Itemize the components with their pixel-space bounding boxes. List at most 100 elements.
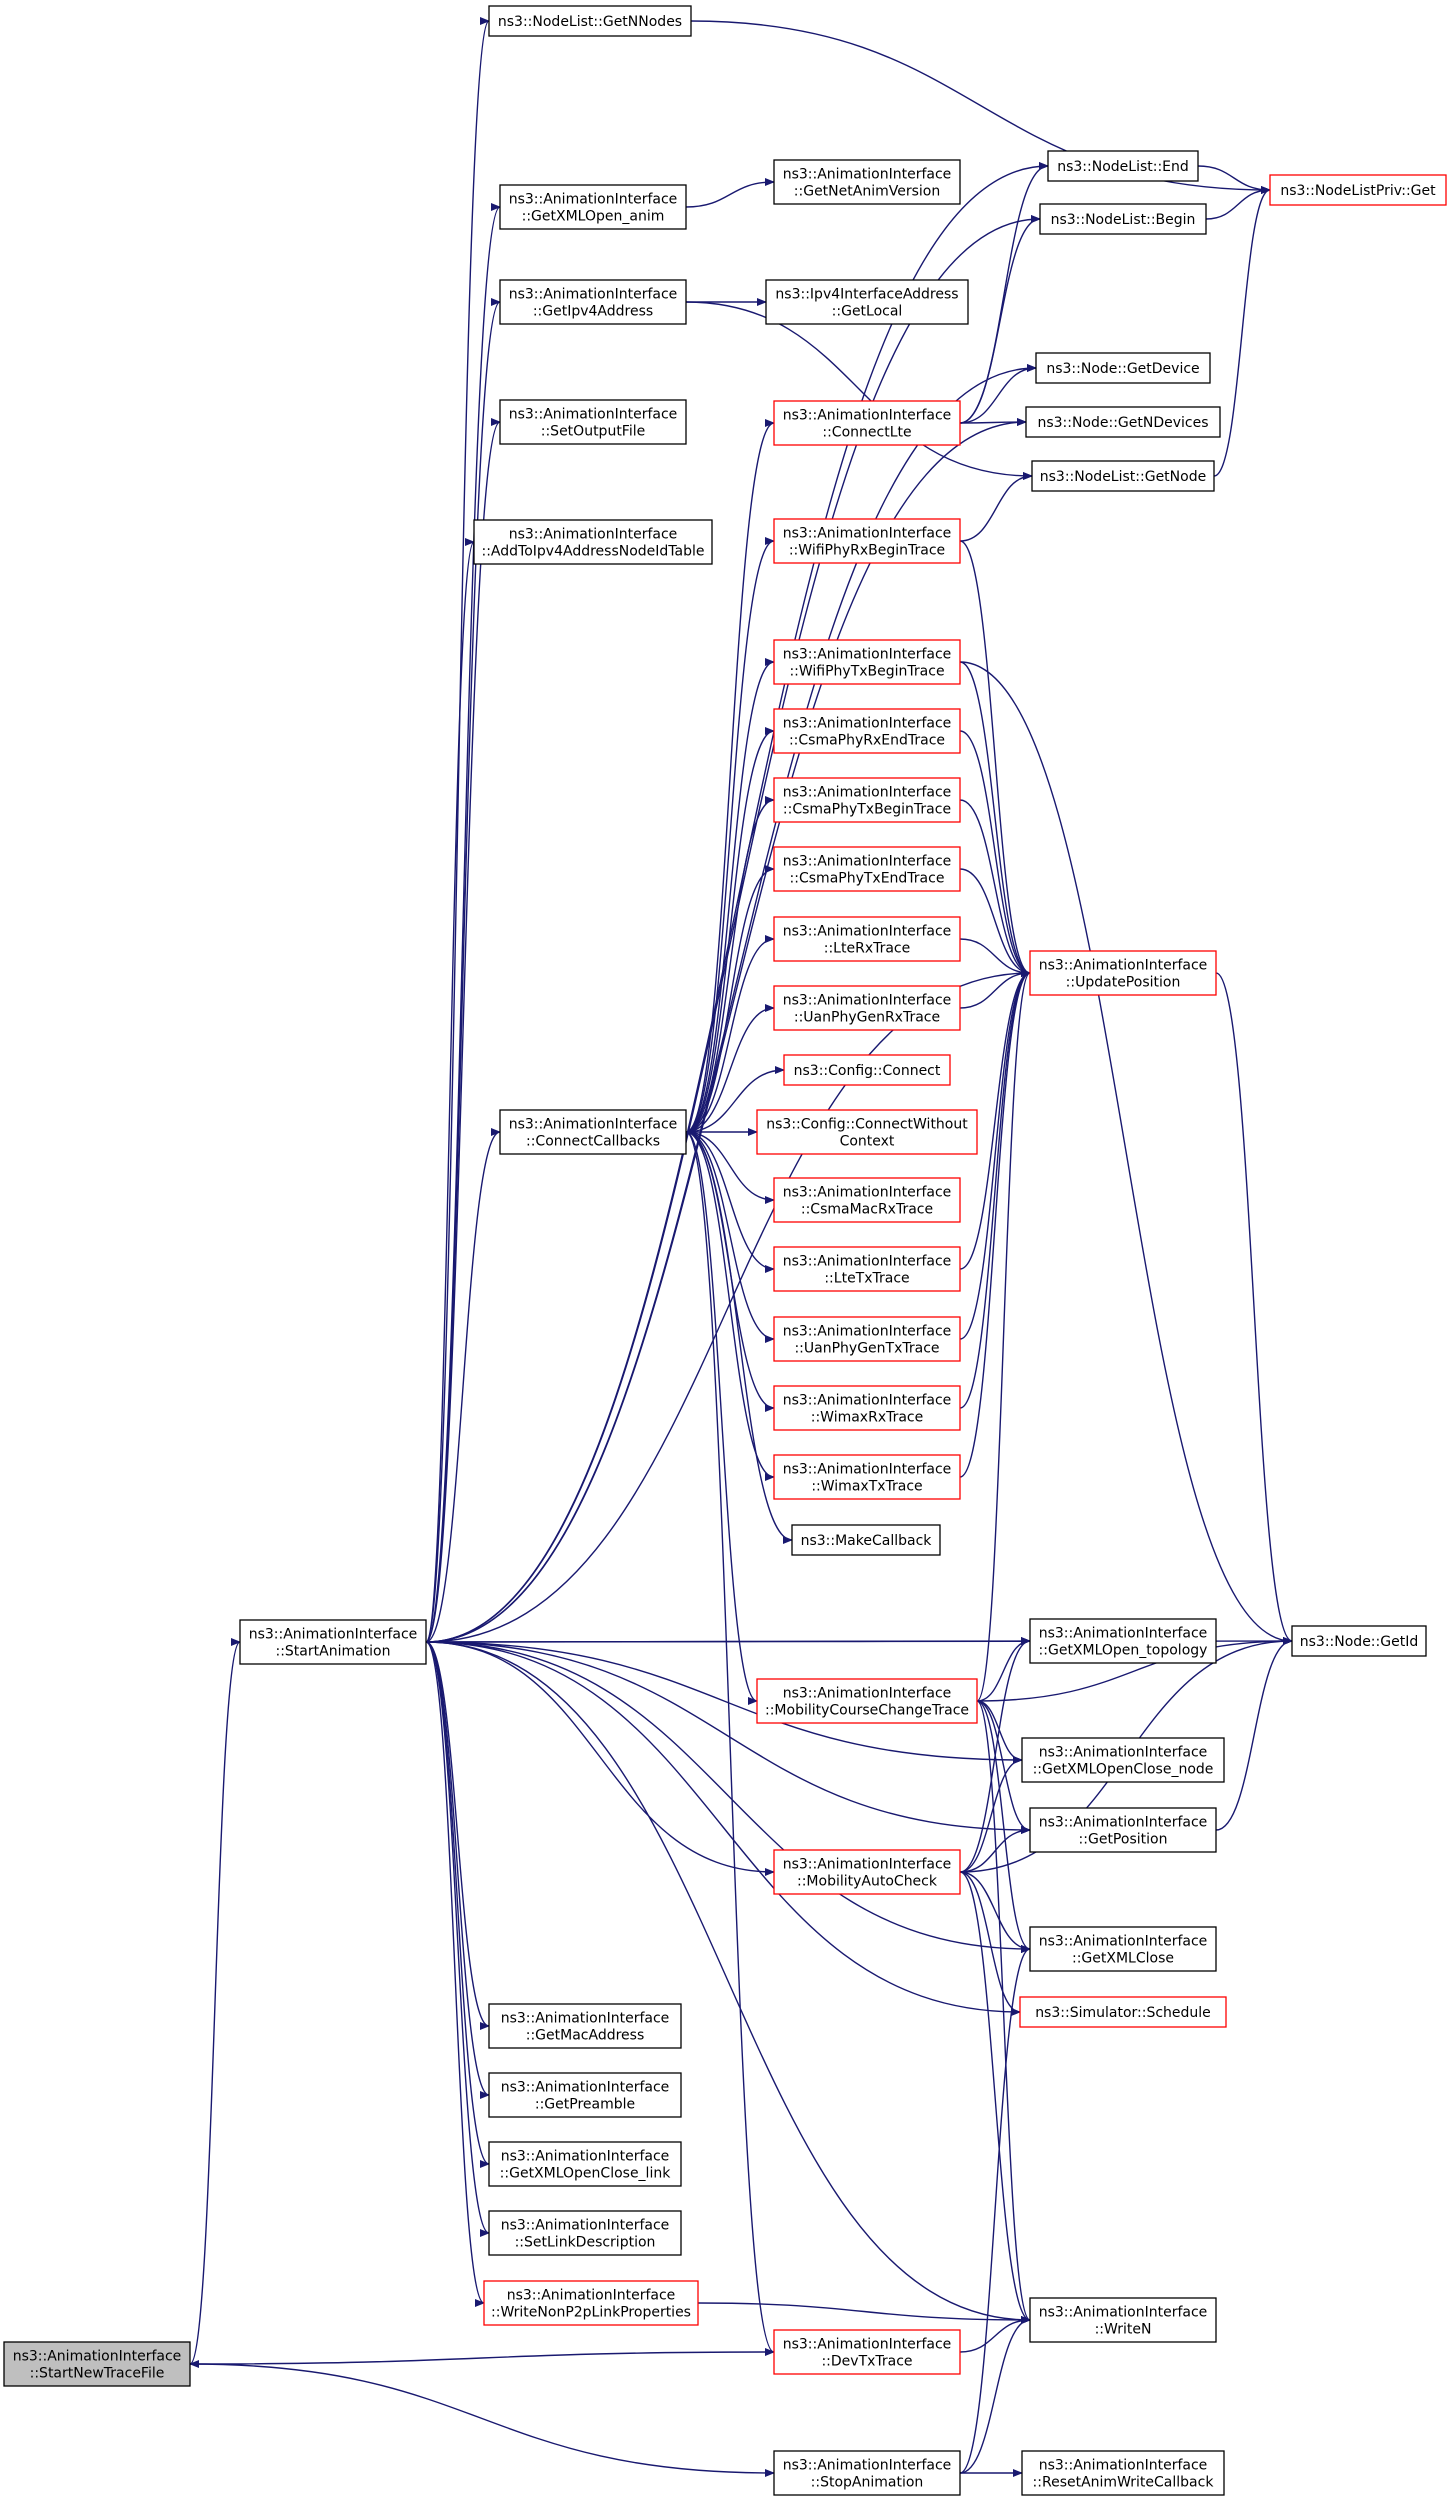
node-write-n[interactable]: ns3::AnimationInterface::WriteN: [1029, 2297, 1217, 2343]
node-get-xmlclose[interactable]: ns3::AnimationInterface::GetXMLClose: [1029, 1926, 1217, 1972]
node-box: [1031, 460, 1215, 492]
edge-lte-tx-to-update-position: [959, 969, 1031, 1270]
node-box: [499, 184, 687, 230]
edge-start-animation-to-simulator-schedule: [425, 1641, 1021, 2016]
node-get-xmlopen-close-link[interactable]: ns3::AnimationInterface::GetXMLOpenClose…: [488, 2141, 682, 2187]
node-box: [783, 1054, 951, 1086]
node-uan-phy-gen-tx[interactable]: ns3::AnimationInterface::UanPhyGenTxTrac…: [773, 1316, 961, 1362]
node-get-ipv4-address[interactable]: ns3::AnimationInterface::GetIpv4Address: [499, 279, 687, 325]
node-label: ns3::AnimationInterface: [783, 1857, 952, 1873]
edge-connect-callbacks-to-csma-phy-rx-end: [685, 727, 775, 1133]
node-label: ns3::NodeList::GetNNodes: [498, 14, 682, 30]
node-uan-phy-gen-rx[interactable]: ns3::AnimationInterface::UanPhyGenRxTrac…: [773, 985, 961, 1031]
edge-mobility-course-change-to-get-xmlclose: [976, 1700, 1031, 1953]
edge-connect-callbacks-to-config-connect: [685, 1066, 785, 1133]
node-node-get-ndevices[interactable]: ns3::Node::GetNDevices: [1025, 406, 1221, 438]
node-node-list-begin[interactable]: ns3::NodeList::Begin: [1039, 203, 1207, 235]
node-set-output-file[interactable]: ns3::AnimationInterface::SetOutputFile: [499, 399, 687, 445]
node-label: ::WifiPhyRxBeginTrace: [789, 543, 945, 559]
edge-connect-callbacks-to-csma-phy-tx-begin: [685, 796, 775, 1133]
node-stop-animation[interactable]: ns3::AnimationInterface::StopAnimation: [773, 2450, 961, 2496]
node-get-local[interactable]: ns3::Ipv4InterfaceAddress::GetLocal: [765, 279, 969, 325]
node-get-xmlopen-close-node[interactable]: ns3::AnimationInterface::GetXMLOpenClose…: [1021, 1737, 1225, 1783]
node-get-net-anim-version[interactable]: ns3::AnimationInterface::GetNetAnimVersi…: [773, 159, 961, 205]
node-label: ::CsmaPhyTxEndTrace: [790, 871, 945, 887]
node-connect-lte[interactable]: ns3::AnimationInterface::ConnectLte: [773, 400, 961, 446]
node-csma-phy-tx-begin[interactable]: ns3::AnimationInterface::CsmaPhyTxBeginT…: [773, 777, 961, 823]
edge-mobility-auto-check-to-write-n: [959, 1871, 1031, 2324]
node-box: [773, 1177, 961, 1223]
node-box: [773, 916, 961, 962]
node-csma-phy-tx-end[interactable]: ns3::AnimationInterface::CsmaPhyTxEndTra…: [773, 846, 961, 892]
node-write-non-p2p[interactable]: ns3::AnimationInterface::WriteNonP2pLink…: [483, 2280, 699, 2326]
node-node-list-get-node[interactable]: ns3::NodeList::GetNode: [1031, 460, 1215, 492]
node-label: ::GetLocal: [832, 304, 903, 320]
node-box: [773, 159, 961, 205]
node-mobility-course-change[interactable]: ns3::AnimationInterface::MobilityCourseC…: [756, 1678, 978, 1724]
node-wifi-phy-tx-begin[interactable]: ns3::AnimationInterface::WifiPhyTxBeginT…: [773, 639, 961, 685]
edge-start-animation-to-get-xmlopen-close-link: [425, 1641, 490, 2168]
edge-start-animation-to-add-to-ipv4: [425, 538, 475, 1643]
node-label: ::SetLinkDescription: [515, 2235, 656, 2251]
node-wimax-tx[interactable]: ns3::AnimationInterface::WimaxTxTrace: [773, 1454, 961, 1500]
node-get-mac-address[interactable]: ns3::AnimationInterface::GetMacAddress: [488, 2003, 682, 2049]
node-label: ns3::AnimationInterface: [1039, 1934, 1208, 1950]
node-box: [773, 1454, 961, 1500]
node-start-new-trace-file[interactable]: ns3::AnimationInterface::StartNewTraceFi…: [3, 2341, 191, 2387]
node-get-nnodes[interactable]: ns3::NodeList::GetNNodes: [488, 5, 692, 37]
node-label: ns3::Simulator::Schedule: [1035, 2005, 1211, 2021]
node-lte-tx[interactable]: ns3::AnimationInterface::LteTxTrace: [773, 1246, 961, 1292]
node-box: [791, 1524, 941, 1556]
node-node-get-id[interactable]: ns3::Node::GetId: [1291, 1625, 1427, 1657]
node-box: [488, 2141, 682, 2187]
node-get-position[interactable]: ns3::AnimationInterface::GetPosition: [1029, 1807, 1217, 1853]
node-label: ::StopAnimation: [811, 2475, 924, 2491]
node-label: ns3::AnimationInterface: [1039, 2305, 1208, 2321]
node-wimax-rx[interactable]: ns3::AnimationInterface::WimaxRxTrace: [773, 1385, 961, 1431]
node-node-get-device[interactable]: ns3::Node::GetDevice: [1035, 352, 1211, 384]
edge-dev-tx-trace-to-start-new-trace-file: [189, 2351, 775, 2368]
node-label: ::GetPosition: [1079, 1832, 1168, 1848]
node-box: [488, 5, 692, 37]
edge-start-animation-to-write-non-p2p: [425, 1641, 485, 2307]
node-label: ns3::AnimationInterface: [507, 2288, 676, 2304]
node-label: ::CsmaMacRxTrace: [801, 1202, 933, 1218]
node-make-callback[interactable]: ns3::MakeCallback: [791, 1524, 941, 1556]
node-start-animation[interactable]: ns3::AnimationInterface::StartAnimation: [239, 1619, 427, 1665]
node-get-xmlopen-topology[interactable]: ns3::AnimationInterface::GetXMLOpen_topo…: [1029, 1618, 1217, 1664]
node-update-position[interactable]: ns3::AnimationInterface::UpdatePosition: [1029, 950, 1217, 996]
edge-start-animation-to-get-xmlopen-close-node: [425, 1641, 1023, 1764]
node-label: ns3::AnimationInterface: [783, 924, 952, 940]
node-wifi-phy-rx-begin[interactable]: ns3::AnimationInterface::WifiPhyRxBeginT…: [773, 518, 961, 564]
node-connect-callbacks[interactable]: ns3::AnimationInterface::ConnectCallback…: [499, 1109, 687, 1155]
node-csma-mac-rx[interactable]: ns3::AnimationInterface::CsmaMacRxTrace: [773, 1177, 961, 1223]
node-get-preamble[interactable]: ns3::AnimationInterface::GetPreamble: [488, 2072, 682, 2118]
node-node-list-priv-get[interactable]: ns3::NodeListPriv::Get: [1269, 174, 1447, 206]
node-simulator-schedule[interactable]: ns3::Simulator::Schedule: [1019, 1996, 1227, 2028]
node-csma-phy-rx-end[interactable]: ns3::AnimationInterface::CsmaPhyRxEndTra…: [773, 708, 961, 754]
edge-start-animation-to-set-link-description: [425, 1641, 490, 2237]
node-lte-rx[interactable]: ns3::AnimationInterface::LteRxTrace: [773, 916, 961, 962]
node-layer: ns3::AnimationInterface::StartNewTraceFi…: [3, 5, 1447, 2496]
node-reset-anim-write[interactable]: ns3::AnimationInterface::ResetAnimWriteC…: [1021, 2450, 1225, 2496]
node-label: ns3::AnimationInterface: [13, 2349, 182, 2365]
node-config-connect[interactable]: ns3::Config::Connect: [783, 1054, 951, 1086]
node-label: ::CsmaPhyRxEndTrace: [789, 733, 945, 749]
node-box: [1291, 1625, 1427, 1657]
edge-lte-rx-to-update-position: [959, 938, 1031, 977]
node-node-list-end[interactable]: ns3::NodeList::End: [1047, 150, 1199, 182]
node-box: [499, 399, 687, 445]
node-label: ns3::Node::GetDevice: [1046, 361, 1199, 377]
node-mobility-auto-check[interactable]: ns3::AnimationInterface::MobilityAutoChe…: [773, 1849, 961, 1895]
node-box: [773, 1316, 961, 1362]
node-label: ::UanPhyGenTxTrace: [794, 1341, 939, 1357]
edge-start-animation-to-get-xmlopen-anim: [425, 203, 501, 1643]
node-set-link-description[interactable]: ns3::AnimationInterface::SetLinkDescript…: [488, 2210, 682, 2256]
node-add-to-ipv4[interactable]: ns3::AnimationInterface::AddToIpv4Addres…: [473, 519, 713, 565]
node-box: [488, 2003, 682, 2049]
node-box: [756, 1678, 978, 1724]
edge-start-animation-to-write-n: [425, 1641, 1031, 2324]
node-get-xmlopen-anim[interactable]: ns3::AnimationInterface::GetXMLOpen_anim: [499, 184, 687, 230]
node-dev-tx-trace[interactable]: ns3::AnimationInterface::DevTxTrace: [773, 2329, 961, 2375]
